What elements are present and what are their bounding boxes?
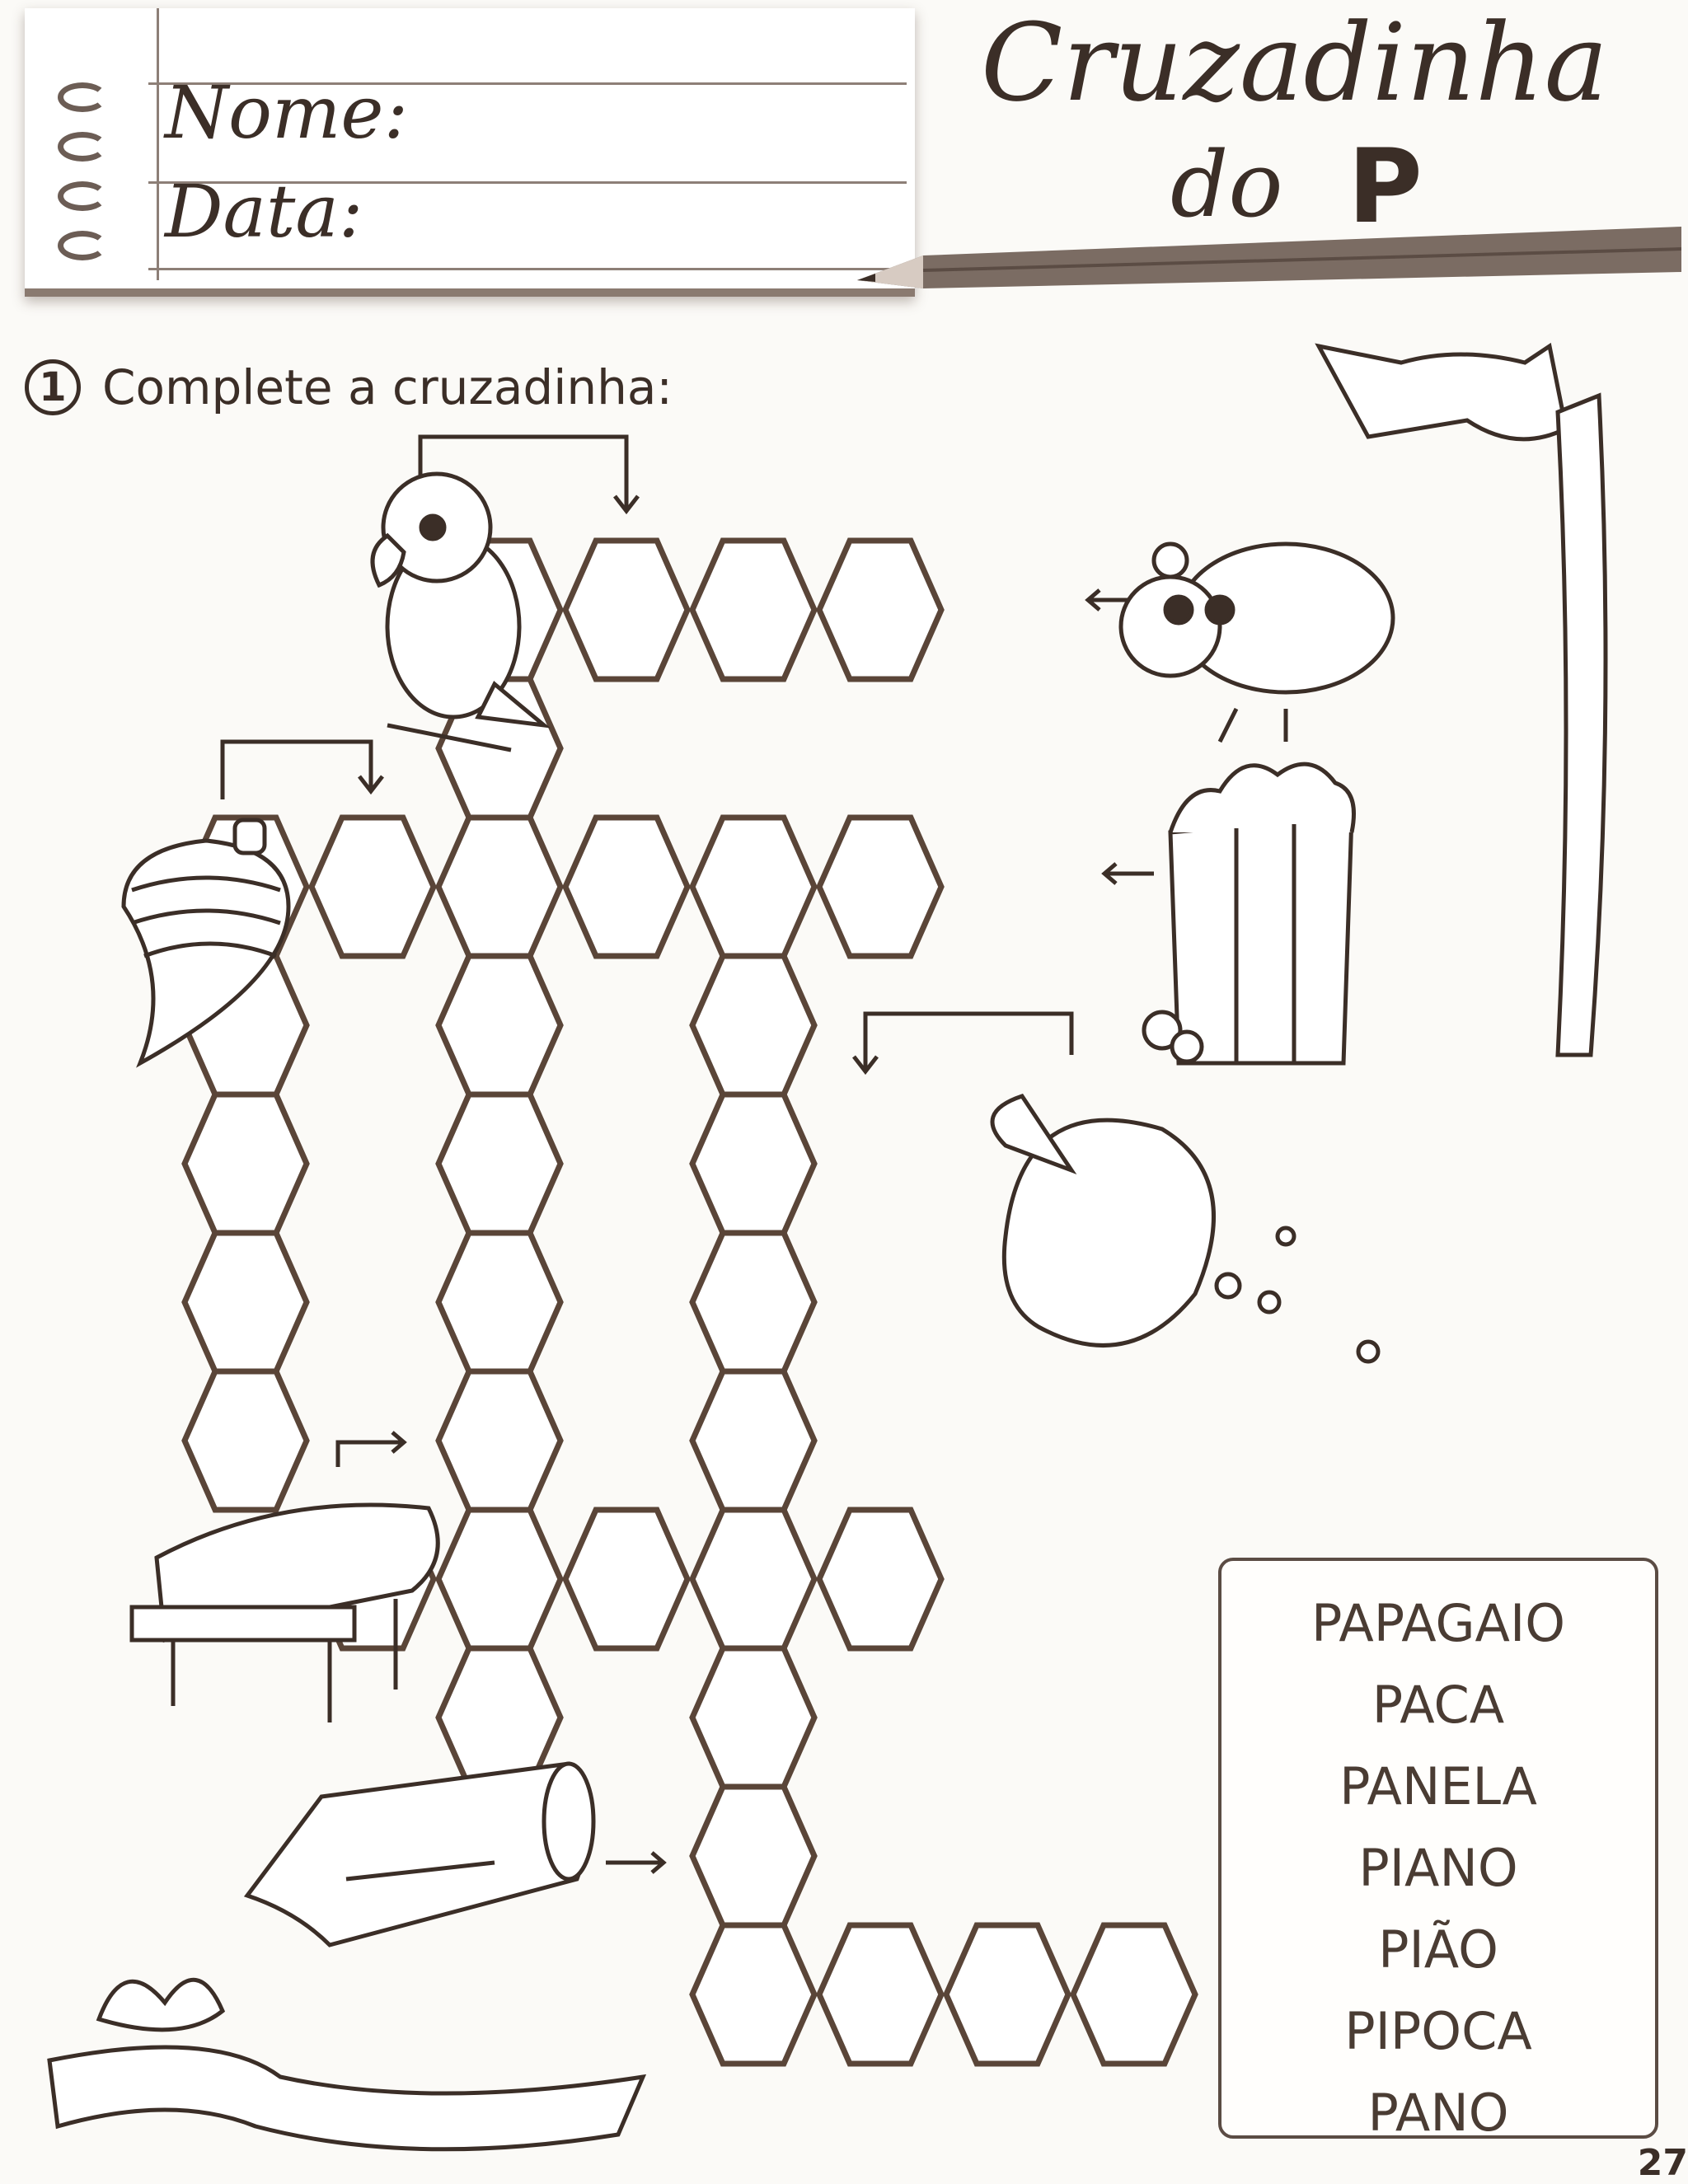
piano-icon [129, 1502, 440, 1722]
pot-icon [990, 1094, 1381, 1364]
crossword-cell[interactable] [689, 537, 818, 682]
ruled-line [148, 268, 907, 270]
spiral-ring [58, 82, 107, 112]
word-bank-item: PAPAGAIO [1311, 1593, 1566, 1653]
crossword-cell[interactable] [562, 1507, 691, 1652]
ruled-line [148, 82, 907, 85]
title-letter: P [1348, 128, 1423, 246]
popcorn-icon [1142, 762, 1356, 1066]
direction-arrow-icon [418, 434, 640, 515]
direction-arrow-icon [1101, 862, 1154, 885]
crossword-cell[interactable] [562, 537, 691, 682]
crossword-cell[interactable] [1070, 1922, 1198, 2067]
question-number: 1 [25, 359, 81, 415]
direction-arrow-icon [220, 739, 384, 799]
spiral-ring [58, 181, 107, 211]
instruction: 1 Complete a cruzadinha: [25, 350, 673, 424]
word-bank-item: PACA [1372, 1675, 1505, 1735]
word-list: PAPAGAIO PACA PANELA PIANO PIÃO PIPOCA P… [1221, 1582, 1655, 2154]
word-bank-item: PIPOCA [1344, 2001, 1532, 2061]
spiral-ring [58, 231, 107, 260]
margin-line [157, 8, 159, 280]
page-number: 27 [1637, 2142, 1688, 2184]
direction-arrow-icon [852, 1011, 1074, 1076]
crossword-cell[interactable] [816, 814, 945, 959]
date-label: Data: [165, 169, 363, 254]
spiral-ring [58, 132, 107, 162]
parrot-icon [370, 471, 551, 752]
spinning-top-icon [121, 818, 291, 1068]
word-bank-item: PANELA [1339, 1756, 1537, 1816]
cloth-icon [243, 1761, 596, 1947]
crossword-cell[interactable] [816, 537, 945, 682]
crossword-cell[interactable] [816, 1507, 945, 1652]
crossword-cell[interactable] [816, 1922, 945, 2067]
direction-arrow-icon [606, 1851, 667, 1874]
paca-icon [1118, 541, 1395, 743]
crossword-cell[interactable] [308, 814, 437, 959]
crossword-cell[interactable] [181, 1368, 310, 1513]
crossword-cell[interactable] [943, 1922, 1071, 2067]
title-line2: do [1170, 132, 1283, 237]
ribbon-decoration [47, 342, 1608, 2152]
instruction-text: Complete a cruzadinha: [102, 359, 673, 415]
word-bank: PAPAGAIO PACA PANELA PIANO PIÃO PIPOCA P… [1218, 1558, 1658, 2143]
crossword-cell[interactable] [689, 1922, 818, 2067]
word-bank-item: PIÃO [1378, 1919, 1498, 1980]
word-bank-item: PIANO [1358, 1838, 1518, 1898]
header-card: Nome: Data: [25, 8, 915, 297]
direction-arrow-icon [335, 1431, 407, 1467]
ruled-line [148, 181, 907, 184]
title-line1: Cruzadinha [981, 0, 1609, 125]
pencil-icon [857, 227, 1681, 288]
word-bank-item: PANO [1367, 2083, 1509, 2143]
crossword-cell[interactable] [562, 814, 691, 959]
name-label: Nome: [165, 70, 409, 155]
